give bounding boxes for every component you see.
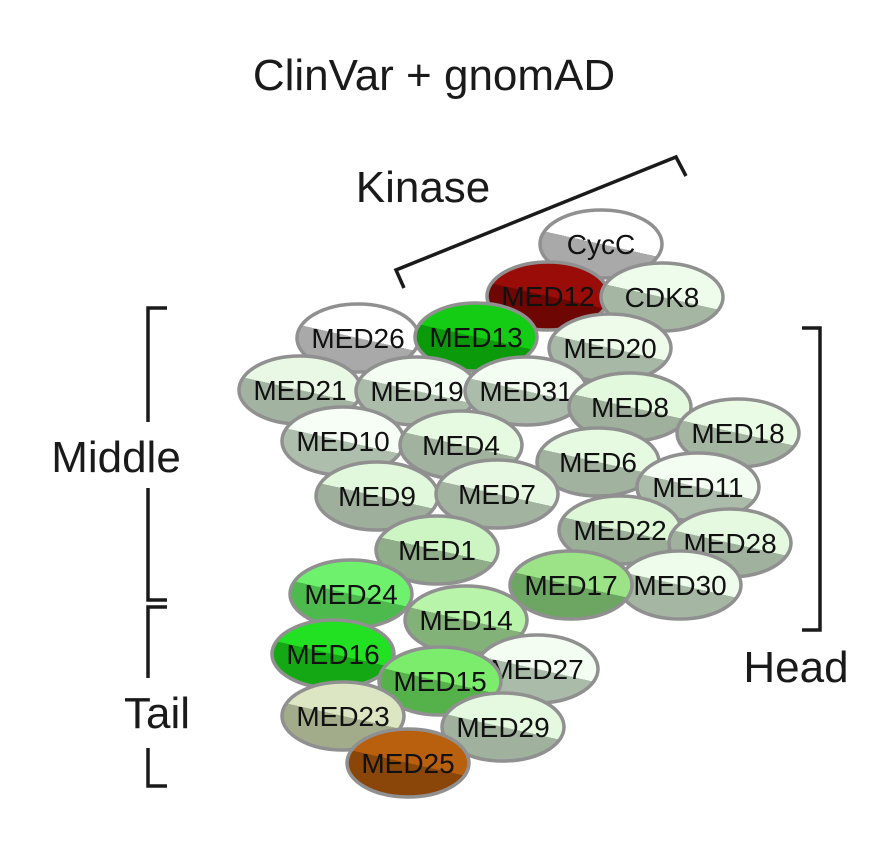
subunit-med20-label: MED20	[563, 333, 656, 364]
subunit-med16: MED16	[270, 618, 396, 690]
subunit-med6-label: MED6	[559, 447, 637, 478]
subunit-med7-ellipse	[434, 458, 560, 530]
subunit-med26: MED26	[295, 302, 421, 374]
middle-label: Middle	[51, 433, 181, 482]
tail-bracket-top	[146, 605, 167, 678]
subunit-med19-label: MED19	[370, 376, 463, 407]
subunit-med27-label: MED27	[490, 654, 583, 685]
subunit-med31: MED31	[463, 355, 589, 427]
subunit-med30: MED30	[617, 549, 743, 621]
head-label: Head	[743, 643, 848, 692]
subunit-cdk8-label: CDK8	[625, 282, 700, 313]
tail-label: Tail	[124, 689, 190, 738]
head-bracket	[802, 326, 822, 632]
kinase-bracket	[393, 154, 688, 289]
subunit-med10: MED10	[280, 405, 406, 477]
subunit-med22: MED22	[557, 494, 683, 566]
subunit-med12-label: MED12	[501, 281, 594, 312]
subunit-med25-ellipse	[345, 727, 471, 799]
subunit-med21-label: MED21	[253, 375, 346, 406]
subunit-med1-ellipse	[374, 514, 500, 586]
subunit-med31-label: MED31	[479, 376, 572, 407]
subunit-med17-label: MED17	[524, 570, 617, 601]
tail-bracket-bottom	[146, 748, 167, 788]
subunit-med13-label: MED13	[429, 322, 522, 353]
subunit-med1: MED1	[374, 514, 500, 586]
subunit-med23-ellipse	[280, 680, 406, 752]
subunit-med25: MED25	[345, 727, 471, 799]
subunit-med23: MED23	[280, 680, 406, 752]
subunit-med17: MED17	[508, 549, 634, 621]
subunit-cycc: CycC	[538, 208, 664, 280]
subunit-med29-ellipse	[440, 691, 566, 763]
subunit-cdk8: CDK8	[599, 261, 725, 333]
subunit-med24: MED24	[288, 558, 414, 630]
subunit-med22-label: MED22	[573, 515, 666, 546]
subunit-med6: MED6	[535, 426, 661, 498]
subunit-med14: MED14	[403, 584, 529, 656]
subunit-med11-label: MED11	[652, 472, 743, 503]
subunit-med30-label: MED30	[633, 570, 726, 601]
subunit-med16-label: MED16	[286, 639, 379, 670]
middle-bracket-top	[146, 306, 167, 422]
subunit-med25-label: MED25	[361, 748, 454, 779]
subunit-med14-label: MED14	[419, 605, 512, 636]
figure-title: ClinVar + gnomAD	[253, 51, 615, 100]
subunit-med24-label: MED24	[304, 579, 397, 610]
subunit-med26-label: MED26	[311, 323, 404, 354]
subunit-med11: MED11	[635, 451, 761, 523]
subunit-med18-label: MED18	[691, 418, 784, 449]
subunit-med8-label: MED8	[591, 392, 669, 423]
middle-bracket-bottom	[146, 488, 167, 602]
subunit-med7-label: MED7	[458, 479, 536, 510]
subunit-med7: MED7	[434, 458, 560, 530]
subunit-med18: MED18	[675, 397, 801, 469]
subunit-med8: MED8	[567, 371, 693, 443]
subunit-med9: MED9	[314, 460, 440, 532]
subunit-med15-label: MED15	[393, 666, 486, 697]
subunit-med10-label: MED10	[296, 426, 389, 457]
subunit-med9-label: MED9	[338, 481, 416, 512]
subunit-med4-label: MED4	[422, 430, 500, 461]
subunit-med20: MED20	[547, 312, 673, 384]
subunit-med13: MED13	[413, 301, 539, 373]
subunit-med29: MED29	[440, 691, 566, 763]
subunit-med29-label: MED29	[456, 712, 549, 743]
subunit-med17-ellipse	[508, 549, 634, 621]
subunit-cycc-label: CycC	[567, 229, 635, 260]
subunit-med1-label: MED1	[398, 535, 476, 566]
subunit-med15: MED15	[377, 645, 503, 717]
subunit-med23-label: MED23	[296, 701, 389, 732]
kinase-label: Kinase	[356, 163, 491, 212]
